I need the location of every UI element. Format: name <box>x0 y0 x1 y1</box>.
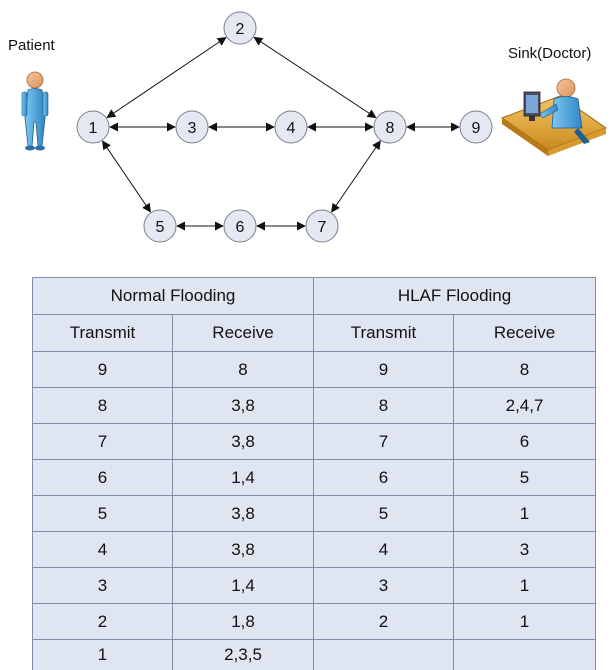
hlaf-receive-header: Receive <box>454 315 596 352</box>
table-cell: 3,8 <box>173 424 314 460</box>
node-label: 6 <box>236 219 245 236</box>
table-cell: 1 <box>33 640 173 670</box>
table-row: 1 2,3,5 <box>33 640 596 670</box>
node-2: 2 <box>224 12 256 44</box>
table-cell: 9 <box>33 352 173 388</box>
table-cell: 9 <box>314 352 454 388</box>
node-label: 5 <box>156 219 165 236</box>
node-5: 5 <box>144 210 176 242</box>
table-cell: 5 <box>314 496 454 532</box>
table-cell: 8 <box>454 352 596 388</box>
edge-7-8 <box>332 141 381 212</box>
table-row: 7 3,8 7 6 <box>33 424 596 460</box>
hlaf-transmit-header: Transmit <box>314 315 454 352</box>
node-1: 1 <box>77 111 109 143</box>
table-cell <box>314 640 454 670</box>
table-cell: 8 <box>314 388 454 424</box>
normal-transmit-header: Transmit <box>33 315 173 352</box>
node-label: 8 <box>386 120 395 137</box>
node-label: 3 <box>188 120 197 137</box>
table-cell: 3,8 <box>173 532 314 568</box>
node-6: 6 <box>224 210 256 242</box>
table-cell: 2,3,5 <box>173 640 314 670</box>
table-cell: 7 <box>33 424 173 460</box>
table-cell: 3,8 <box>173 496 314 532</box>
node-8: 8 <box>374 111 406 143</box>
table-cell: 2 <box>314 604 454 640</box>
node-9: 9 <box>460 111 492 143</box>
table-cell: 1,8 <box>173 604 314 640</box>
table-cell: 6 <box>454 424 596 460</box>
table-cell: 2,4,7 <box>454 388 596 424</box>
normal-receive-header: Receive <box>173 315 314 352</box>
flooding-table: Normal Flooding HLAF Flooding Transmit R… <box>32 277 596 670</box>
sink-label: Sink(Doctor) <box>508 45 591 62</box>
table-cell: 3 <box>454 532 596 568</box>
table-cell: 7 <box>314 424 454 460</box>
table-cell: 5 <box>454 460 596 496</box>
group-header-row: Normal Flooding HLAF Flooding <box>33 278 596 315</box>
table-cell: 1 <box>454 496 596 532</box>
node-label: 1 <box>89 120 98 137</box>
edge-1-5 <box>103 141 151 212</box>
patient-icon <box>22 72 48 151</box>
edge-1-2 <box>107 37 226 117</box>
table-row: 2 1,8 2 1 <box>33 604 596 640</box>
table-row: 5 3,8 5 1 <box>33 496 596 532</box>
table-cell: 6 <box>33 460 173 496</box>
column-header-row: Transmit Receive Transmit Receive <box>33 315 596 352</box>
table-cell: 3,8 <box>173 388 314 424</box>
patient-label: Patient <box>8 37 56 54</box>
normal-flooding-header: Normal Flooding <box>33 278 314 315</box>
edge-2-8 <box>254 37 376 117</box>
table-cell: 8 <box>173 352 314 388</box>
table-cell: 2 <box>33 604 173 640</box>
table-cell: 1 <box>454 604 596 640</box>
table-cell: 4 <box>314 532 454 568</box>
doctor-at-desk-icon <box>502 79 606 156</box>
node-label: 7 <box>318 219 327 236</box>
table-cell: 6 <box>314 460 454 496</box>
table-row: 8 3,8 8 2,4,7 <box>33 388 596 424</box>
table-cell: 3 <box>33 568 173 604</box>
table-cell: 4 <box>33 532 173 568</box>
table-cell <box>454 640 596 670</box>
table-cell: 1,4 <box>173 568 314 604</box>
table-row: 9 8 9 8 <box>33 352 596 388</box>
table-cell: 5 <box>33 496 173 532</box>
node-7: 7 <box>306 210 338 242</box>
table-cell: 1,4 <box>173 460 314 496</box>
table-cell: 8 <box>33 388 173 424</box>
table-row: 6 1,4 6 5 <box>33 460 596 496</box>
node-3: 3 <box>176 111 208 143</box>
table-row: 4 3,8 4 3 <box>33 532 596 568</box>
node-label: 9 <box>472 120 481 137</box>
node-label: 2 <box>236 21 245 38</box>
hlaf-flooding-header: HLAF Flooding <box>314 278 596 315</box>
node-label: 4 <box>287 120 296 137</box>
network-diagram: Patient Sink(Doctor) 1 2 3 4 5 6 7 8 9 <box>0 0 615 270</box>
node-4: 4 <box>275 111 307 143</box>
table-cell: 1 <box>454 568 596 604</box>
table-row: 3 1,4 3 1 <box>33 568 596 604</box>
table-cell: 3 <box>314 568 454 604</box>
